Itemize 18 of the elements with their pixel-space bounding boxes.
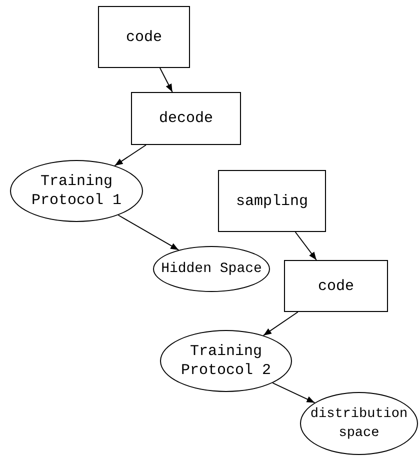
node-label: distribution space xyxy=(309,406,409,442)
node-label: Training Protocol 2 xyxy=(180,342,272,380)
arrow xyxy=(114,144,146,166)
process-box xyxy=(218,170,326,232)
process-box xyxy=(284,260,388,312)
arrow xyxy=(262,312,298,336)
node-label: Hidden Space xyxy=(160,260,263,278)
arrow xyxy=(294,232,317,260)
arrow xyxy=(272,382,316,404)
node-label: code xyxy=(316,276,355,296)
arrow xyxy=(159,68,173,92)
node-label: decode xyxy=(158,109,214,128)
process-box xyxy=(131,92,241,145)
arrow xyxy=(118,214,180,250)
node-label: Training Protocol 1 xyxy=(30,172,122,210)
node-label: code xyxy=(124,28,163,46)
process-box xyxy=(98,6,190,68)
node-label: sampling xyxy=(234,192,309,210)
